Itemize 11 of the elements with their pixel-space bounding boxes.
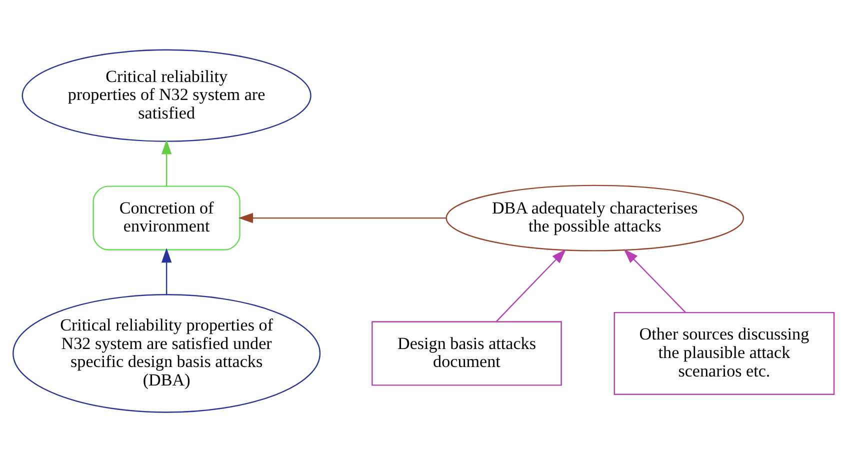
arrow: [161, 247, 172, 294]
arrow: [496, 248, 566, 322]
node-box: Design basis attacks document: [372, 320, 562, 386]
node-box: Other sources discussing the plausible attack scenarios etc.: [614, 311, 835, 394]
arrow: [238, 212, 446, 223]
node-ellipse: Critical reliability properties of N32 system are satisfied under specific design basis attacks (DBA): [12, 294, 321, 412]
arrow: [161, 139, 172, 186]
node-ellipse: DBA adequately characterises the possible attacks: [446, 184, 744, 251]
node-ellipse: Critical reliability properties of N32 system are satisfied: [22, 48, 312, 142]
node-box: Concretion of environment: [92, 185, 240, 250]
arrow: [624, 248, 686, 312]
